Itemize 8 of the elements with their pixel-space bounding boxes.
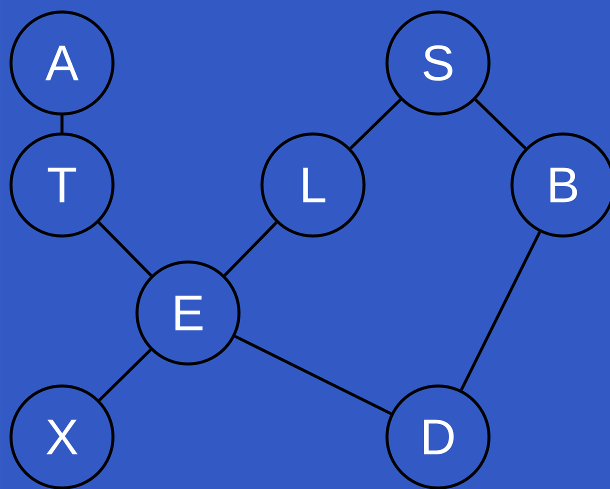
connector-line <box>224 222 278 276</box>
connector-line <box>350 98 402 150</box>
connector-line <box>98 348 152 402</box>
connector-line <box>98 221 152 277</box>
connector-line <box>474 98 526 150</box>
connector-line <box>60 116 64 132</box>
connector-line <box>234 334 392 415</box>
connector-line <box>460 231 542 391</box>
